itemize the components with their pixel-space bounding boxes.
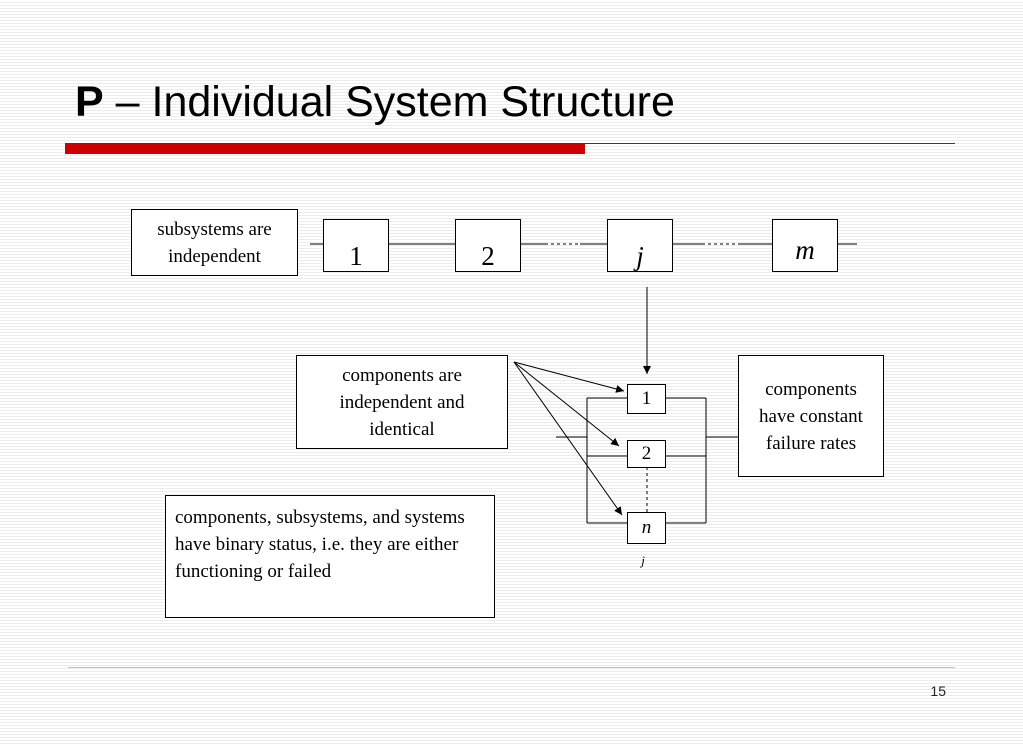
title-accent-bar [65, 143, 585, 154]
series-block-1: 1 [323, 219, 389, 272]
component-n-subscript: j [641, 553, 645, 568]
page-number: 15 [930, 683, 946, 699]
note-subsystems-text: subsystems are independent [157, 218, 272, 267]
series-block-2: 2 [455, 219, 521, 272]
series-block-m-label: m [795, 235, 815, 265]
pointer-to-component-n [513, 361, 623, 516]
note-binary-status-text: components, subsystems, and systems have… [175, 507, 465, 582]
series-block-2-label: 2 [481, 241, 495, 271]
pointer-to-component-2 [513, 361, 620, 447]
title-accent-rule [585, 143, 955, 144]
note-components-identical: components are independent and identical [296, 355, 508, 449]
series-block-1-label: 1 [349, 241, 363, 271]
parallel-component-n: n [627, 512, 666, 544]
series-block-m: m [772, 219, 838, 272]
parallel-component-n-label: n [641, 517, 652, 538]
footer-rule [68, 667, 955, 668]
note-constant-failure-rates: components have constant failure rates [738, 355, 884, 477]
parallel-component-2: 2 [627, 440, 666, 468]
note-constant-rates-text: components have constant failure rates [759, 378, 863, 454]
parallel-component-1-label: 1 [641, 388, 652, 409]
parallel-component-1: 1 [627, 384, 666, 414]
note-components-identical-text: components are independent and identical [339, 364, 465, 440]
parallel-component-2-label: 2 [641, 443, 652, 464]
note-binary-status: components, subsystems, and systems have… [165, 495, 495, 618]
series-block-j: j [607, 219, 673, 272]
pointer-to-component-1 [513, 361, 625, 393]
title-bold-letter: P [75, 78, 104, 126]
title-text: – Individual System Structure [103, 78, 675, 126]
slide-title: P – Individual System Structure [75, 74, 675, 130]
series-block-j-label: j [636, 241, 644, 271]
note-subsystems-independent: subsystems are independent [131, 209, 298, 276]
